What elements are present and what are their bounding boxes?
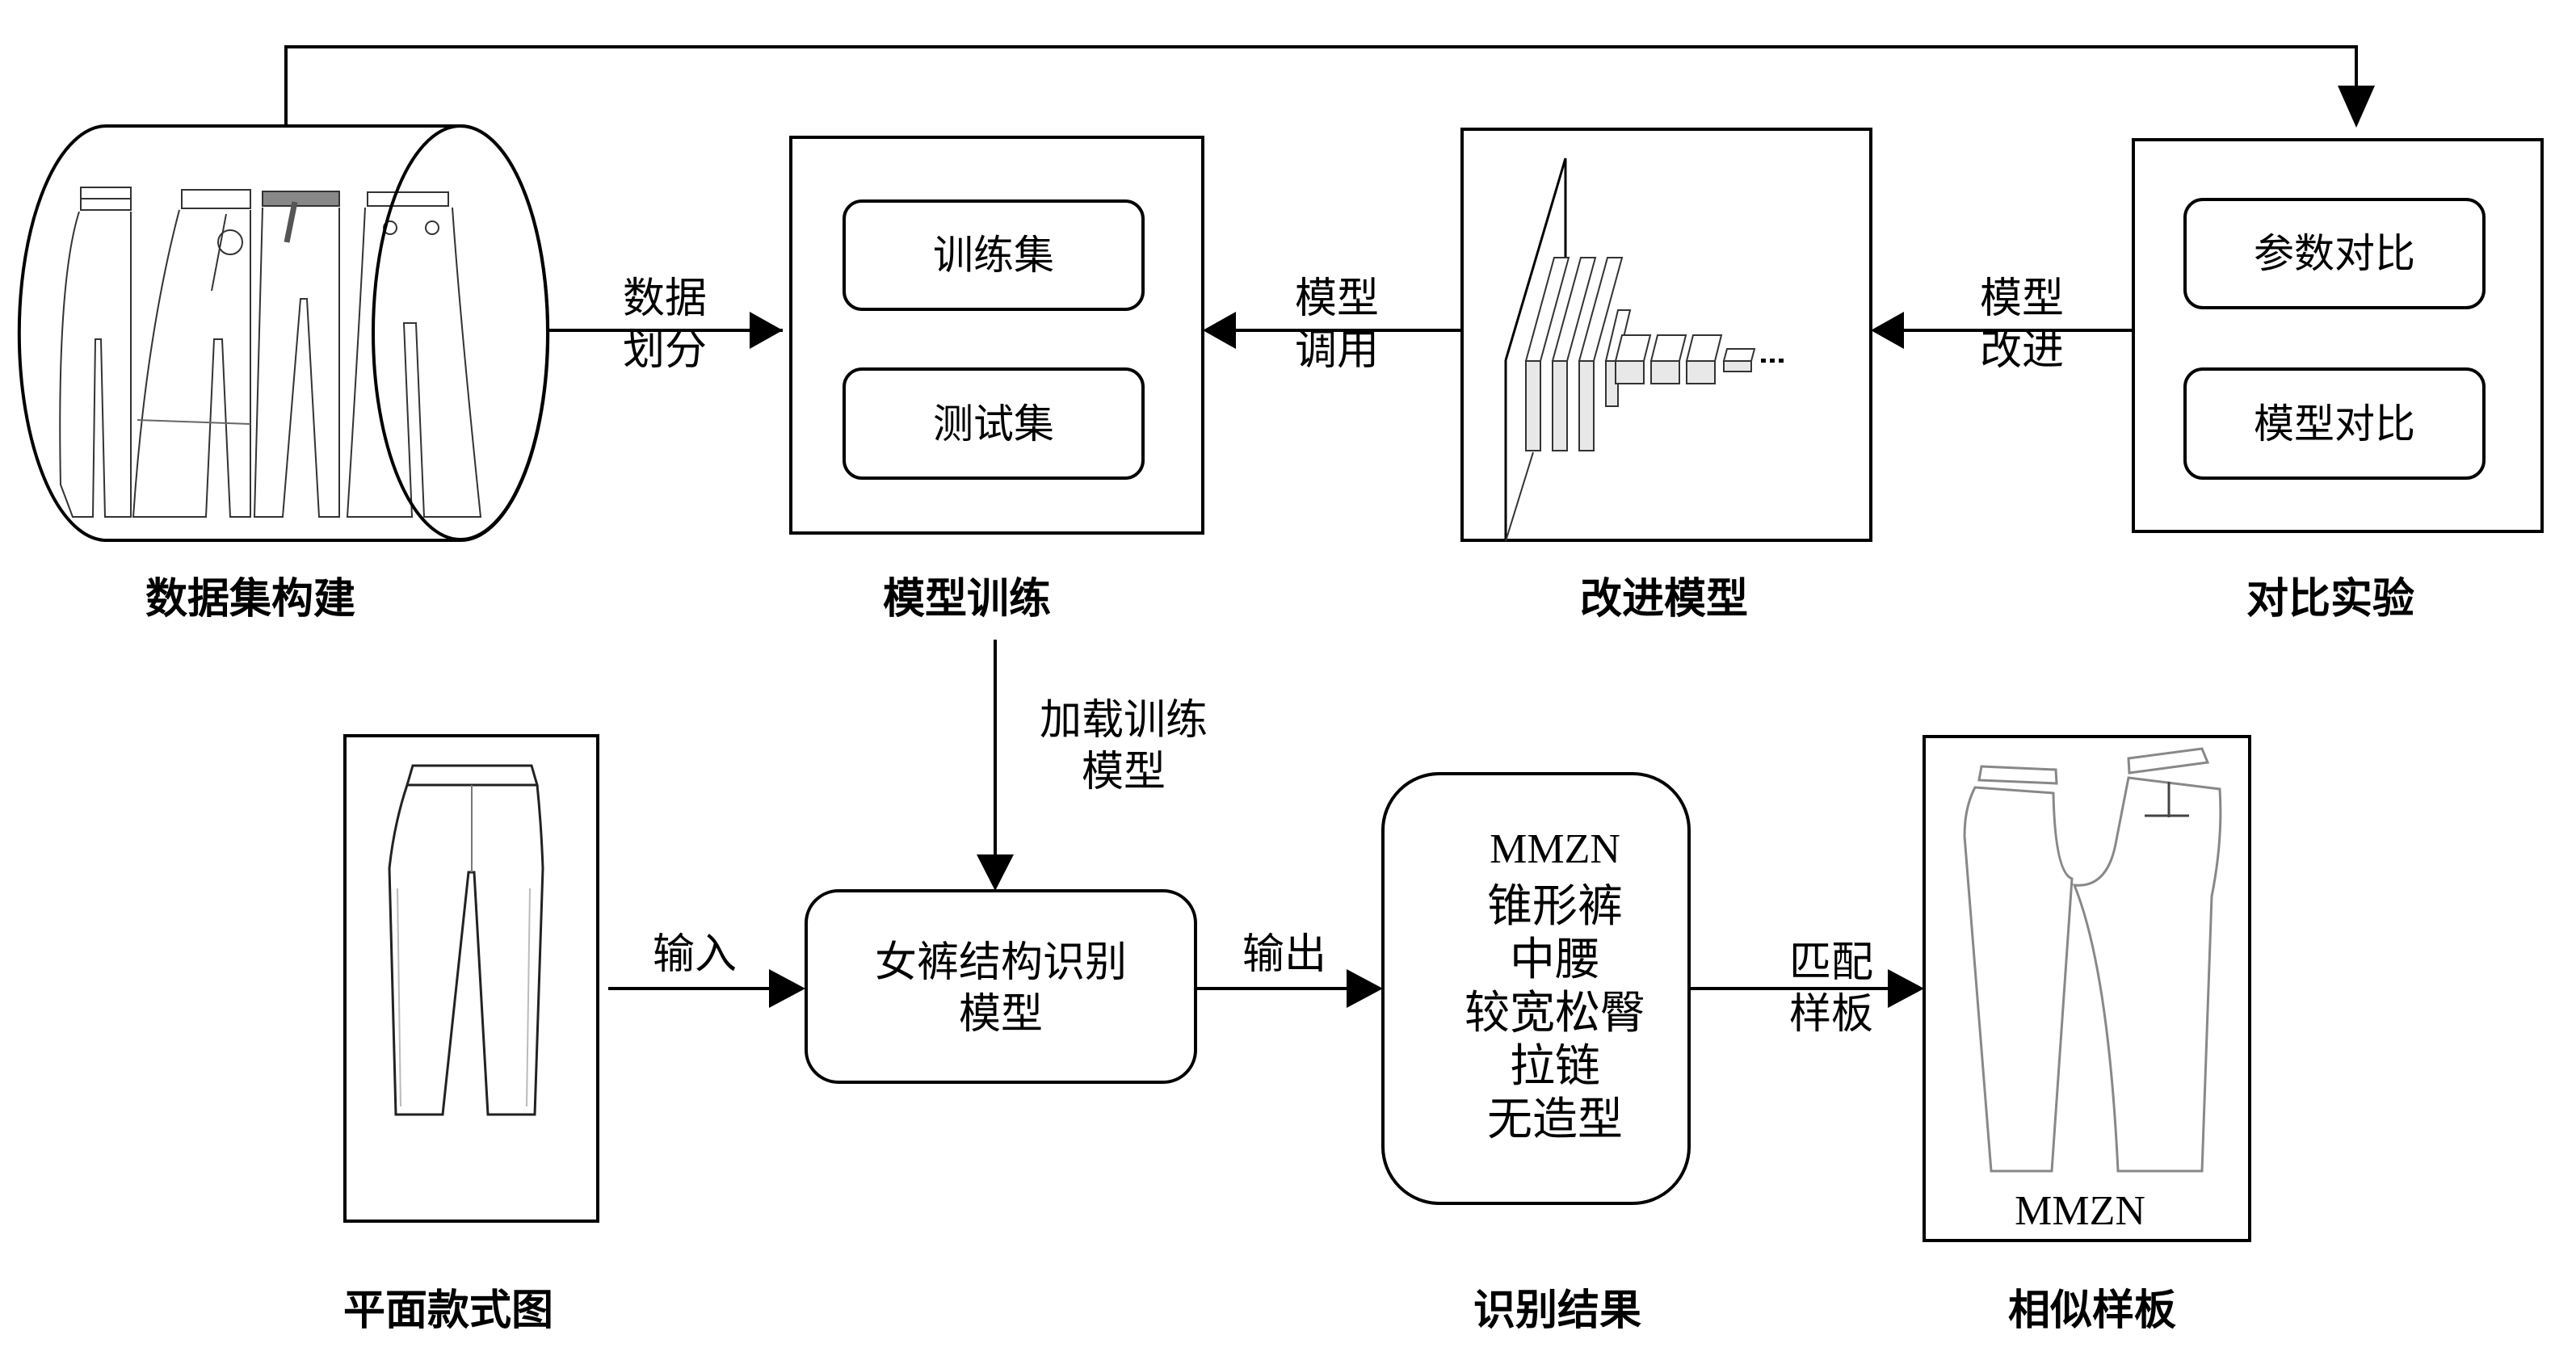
recognizer-label-line: 模型 (958, 990, 1044, 1039)
cnn-architecture-icon (1504, 157, 1784, 542)
edge-label-line: 模型 (1294, 275, 1380, 323)
ellipsis-icon (1761, 359, 1784, 363)
arrowhead-right-icon (769, 969, 805, 1008)
edge-label-line: 改进 (1979, 326, 2065, 375)
dataset-cylinder (17, 124, 550, 542)
attribute-closure: 拉链 (1510, 1040, 1600, 1093)
arrowhead-left-icon (1871, 312, 1904, 349)
caption-pattern: 相似样板 (2007, 1286, 2177, 1335)
train-set-label: 训练集 (933, 232, 1054, 279)
result-brand: MMZN (1490, 826, 1620, 872)
test-set-label: 测试集 (933, 401, 1054, 447)
edge-label-model-call: 模型 调用 (1295, 273, 1379, 376)
edge-label-line: 调用 (1294, 326, 1380, 375)
arrowhead-right-icon (1888, 969, 1924, 1008)
cylinder-front-face (372, 124, 549, 541)
edge-label-line: 模型 (1081, 748, 1166, 796)
arrowhead-down-icon (2338, 86, 2375, 128)
param-compare-label: 参数对比 (2254, 230, 2415, 277)
trouser-pattern-pieces-icon (1963, 747, 2222, 1173)
attribute-waist: 中腰 (1510, 934, 1600, 986)
edge-label-line: 数据 (622, 275, 708, 323)
trousers-sketches-icon (59, 187, 482, 518)
caption-dataset: 数据集构建 (145, 574, 356, 623)
test-set-box (843, 367, 1145, 480)
arrowhead-down-icon (977, 854, 1014, 891)
model-compare-box (2183, 367, 2486, 480)
edge-label-load-model: 加载训练 模型 (1040, 695, 1208, 798)
attribute-styling: 无造型 (1487, 1094, 1623, 1146)
recognizer-box (805, 889, 1197, 1084)
edge-label-line: 模型 (1979, 275, 2065, 323)
arrowhead-left-icon (1203, 312, 1236, 349)
recognizer-label: 女裤结构识别 模型 (875, 937, 1127, 1040)
edge-label-line: 划分 (622, 326, 708, 375)
param-compare-box (2183, 198, 2486, 309)
arrowhead-right-icon (1347, 969, 1383, 1008)
edge-label-input: 输入 (652, 930, 738, 979)
caption-result: 识别结果 (1473, 1286, 1642, 1335)
train-set-box (843, 199, 1145, 311)
edge-label-line: 匹配 (1788, 938, 1874, 987)
caption-flat-sketch: 平面款式图 (342, 1286, 554, 1335)
edge-label-output: 输出 (1242, 930, 1327, 979)
edge-label-line: 样板 (1788, 990, 1874, 1039)
trousers-flat-sketch-icon (388, 764, 544, 1116)
pattern-box (1923, 735, 2251, 1242)
edge-label-data-split: 数据 划分 (623, 273, 707, 376)
edge-label-match-pattern: 匹配 样板 (1789, 937, 1873, 1040)
result-attributes: 锥形裤 中腰 较宽松臀 拉链 无造型 (1464, 880, 1645, 1147)
caption-improved: 改进模型 (1579, 574, 1749, 623)
edge-dataset-to-comparison (284, 45, 2375, 128)
pattern-brand: MMZN (2015, 1188, 2145, 1234)
edge-label-line: 加载训练 (1039, 696, 1208, 745)
attribute-hip: 较宽松臀 (1464, 987, 1645, 1039)
arrowhead-right-icon (750, 312, 783, 349)
recognizer-label-line: 女裤结构识别 (874, 938, 1128, 987)
caption-training: 模型训练 (882, 574, 1052, 623)
attribute-silhouette: 锥形裤 (1487, 880, 1623, 933)
caption-comparison: 对比实验 (2246, 574, 2415, 623)
model-compare-label: 模型对比 (2254, 401, 2415, 447)
edge-label-model-improve: 模型 改进 (1980, 273, 2064, 376)
